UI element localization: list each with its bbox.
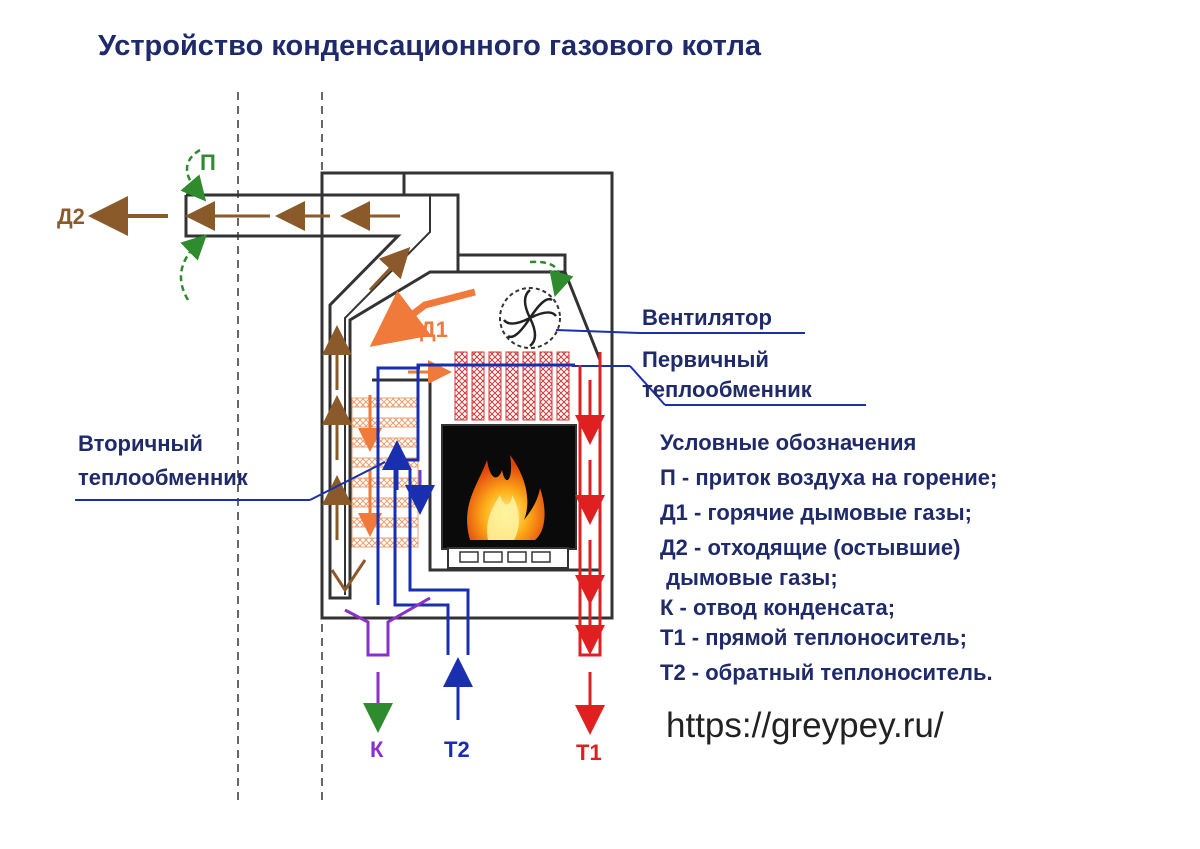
label-t2: Т2 [444,737,470,762]
legend-item: П - приток воздуха на горение; [660,465,997,490]
boiler-housing [320,171,614,620]
secondary-leader [309,461,386,501]
air-intake-fan [529,260,574,298]
legend-item: К - отвод конденсата; [660,595,895,620]
primary-leader-2 [629,365,666,406]
burner [447,547,569,569]
legend-item: Д1 - горячие дымовые газы; [660,500,972,525]
condensate-drain [344,596,431,657]
flue-arrow-diag [368,247,411,292]
source-url: https://greypey.ru/ [666,706,944,745]
legend-item: Д2 - отходящие (остывшие) [660,535,960,560]
label-primary-1: Первичный [642,347,769,372]
page-title: Устройство конденсационного газового кот… [98,30,762,62]
legend-item: Т1 - прямой теплоноситель; [660,625,967,650]
legend-item: дымовые газы; [660,565,838,590]
primary-heat-exchanger [454,351,570,421]
label-d2: Д2 [57,204,85,229]
legend-heading: Условные обозначения [660,430,916,455]
legend-item: Т2 - обратный теплоноситель. [660,660,993,685]
flame-icon [467,455,545,540]
legend: Условные обозначения П - приток воздуха … [660,430,997,685]
flue-arrow-turn [330,559,367,593]
label-primary-2: теплообменник [642,377,813,402]
label-p: П [200,150,216,175]
air-intake-bottom [179,234,207,301]
return-pipe-outline [376,366,420,605]
label-fan: Вентилятор [642,305,772,330]
label-secondary-2: теплообменник [78,465,249,490]
label-d1: Д1 [420,317,448,342]
label-t1: Т1 [576,740,602,765]
hot-gas-arrow [369,288,476,347]
fan-leader [555,329,641,334]
secondary-heat-exchanger [351,397,419,548]
label-secondary-1: Вторичный [78,431,203,456]
air-intake-top [180,148,207,202]
fan-icon [499,287,561,349]
label-k: К [370,737,384,762]
